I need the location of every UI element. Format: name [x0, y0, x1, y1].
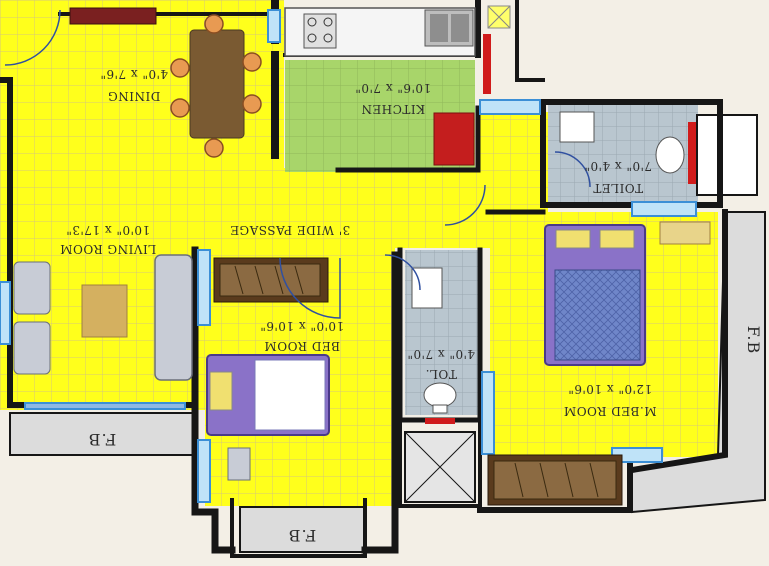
wall-fb-bottom [230, 498, 367, 558]
wall-top-right [515, 0, 545, 82]
living-furniture [13, 254, 193, 381]
window-passage [479, 99, 541, 115]
washbasin-icon [559, 111, 595, 143]
wc-icon [423, 382, 457, 408]
label-fb-left: F.B [88, 430, 116, 449]
label-toilet: TOILET [593, 181, 643, 195]
door-master [444, 184, 486, 226]
pillow-icon [555, 229, 591, 249]
wardrobe-doors [219, 263, 321, 297]
wall-shaft [398, 418, 482, 508]
dining-chair [204, 14, 224, 34]
label-dining-size: 4'0" x 7'6" [100, 67, 168, 81]
label-bedroom-size: 10'0" x 10'6" [260, 319, 344, 333]
wall-toilet [540, 99, 723, 208]
wardrobe-master-doors [493, 460, 617, 500]
wall-bedroom-left [191, 246, 236, 554]
red-ledge [425, 418, 455, 424]
dining-table [189, 29, 245, 139]
label-fb-right: F.B [744, 326, 763, 354]
pillow-icon [209, 371, 233, 411]
label-living-size: 10'0" x 17'3" [66, 223, 150, 237]
door-tol [384, 254, 421, 291]
armchair-icon [13, 321, 51, 375]
room-labels: DINING 4'0" x 7'6" KITCHEN 10'6" x 7'0" … [60, 67, 763, 545]
window-living-bottom [24, 402, 186, 410]
shaft-cross [404, 431, 476, 503]
pillow-icon [599, 229, 635, 249]
burner-icon [323, 17, 333, 27]
label-living: LIVING ROOM [60, 242, 157, 256]
fridge-icon [433, 112, 475, 166]
label-tol: TOL. [425, 367, 457, 381]
sink-basin [430, 14, 448, 42]
duct-cross [487, 5, 511, 29]
label-dining: DINING [108, 89, 161, 103]
label-kitchen-size: 10'6" x 7'0" [355, 81, 431, 95]
label-passage: 3' WIDE PASSAGE [230, 223, 350, 237]
dining-chair [170, 58, 190, 78]
window-kitchen-1 [267, 9, 281, 43]
burner-icon [307, 33, 317, 43]
dining-chair [242, 52, 262, 72]
quilt-icon [554, 269, 641, 361]
dining-set [69, 7, 262, 158]
doors [4, 9, 591, 319]
wall-bedroom-right [361, 251, 399, 554]
sofa-icon [154, 254, 193, 381]
beds [206, 221, 711, 481]
window-bedroom-bottom [197, 439, 211, 503]
dining-chair [170, 98, 190, 118]
red-ledge [483, 34, 491, 94]
label-tol-size: 4'0" x 7'0" [407, 347, 475, 361]
coffee-table-icon [81, 284, 128, 338]
label-toilet-size: 7'0" x 4'0" [584, 159, 652, 173]
label-master: M.BED ROOM [563, 404, 656, 418]
window-toilet [631, 201, 697, 217]
window-bedroom-top [197, 249, 211, 326]
duct-box [696, 114, 758, 196]
commode-icon [655, 136, 685, 174]
red-ledge [688, 122, 696, 184]
stove-icon [303, 13, 337, 49]
door-toilet [554, 151, 591, 188]
window-tol [481, 371, 495, 455]
burner-icon [323, 33, 333, 43]
chair-icon [227, 447, 251, 481]
armchair-icon [13, 261, 51, 315]
wall-master-bottom [477, 457, 633, 513]
label-master-size: 12'0" x 10'6" [568, 382, 652, 396]
label-kitchen: KITCHEN [361, 102, 425, 116]
wardrobes [213, 257, 623, 506]
dining-chair [204, 138, 224, 158]
door-entry [4, 9, 61, 66]
label-fb-bottom: F.B [288, 526, 316, 545]
side-table-icon [659, 221, 711, 245]
dining-chair [242, 94, 262, 114]
wall-master-right [628, 209, 728, 474]
wc-tank [432, 404, 448, 414]
label-bedroom: BED ROOM [264, 339, 340, 353]
kitchen-passage-floor [478, 112, 548, 222]
door-bedroom [279, 257, 341, 319]
sideboard [69, 7, 157, 25]
sink-basin [451, 14, 469, 42]
blanket-icon [254, 359, 326, 431]
burner-icon [307, 17, 317, 27]
kitchen-fixtures [284, 5, 511, 166]
wall-kitchen-bottom [335, 105, 481, 173]
window-living [0, 281, 11, 345]
